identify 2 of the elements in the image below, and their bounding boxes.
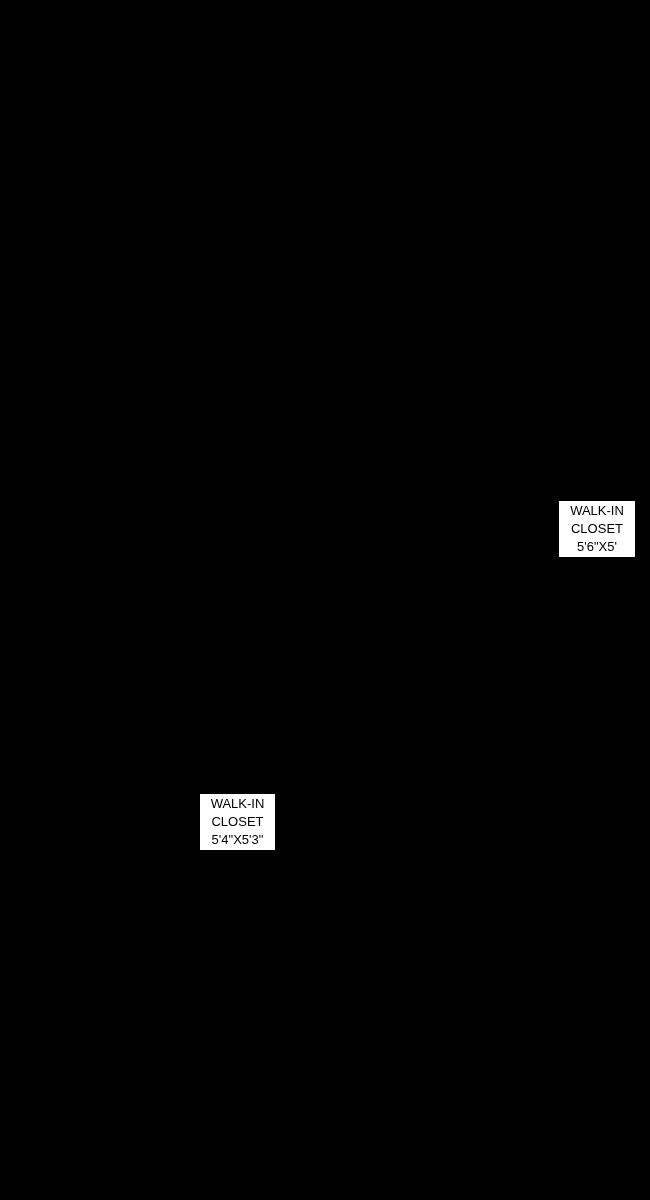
- room-label: WALK-IN CLOSET 5'6"X5': [559, 501, 635, 557]
- room-label: WALK-IN CLOSET 5'4"X5'3": [200, 794, 275, 850]
